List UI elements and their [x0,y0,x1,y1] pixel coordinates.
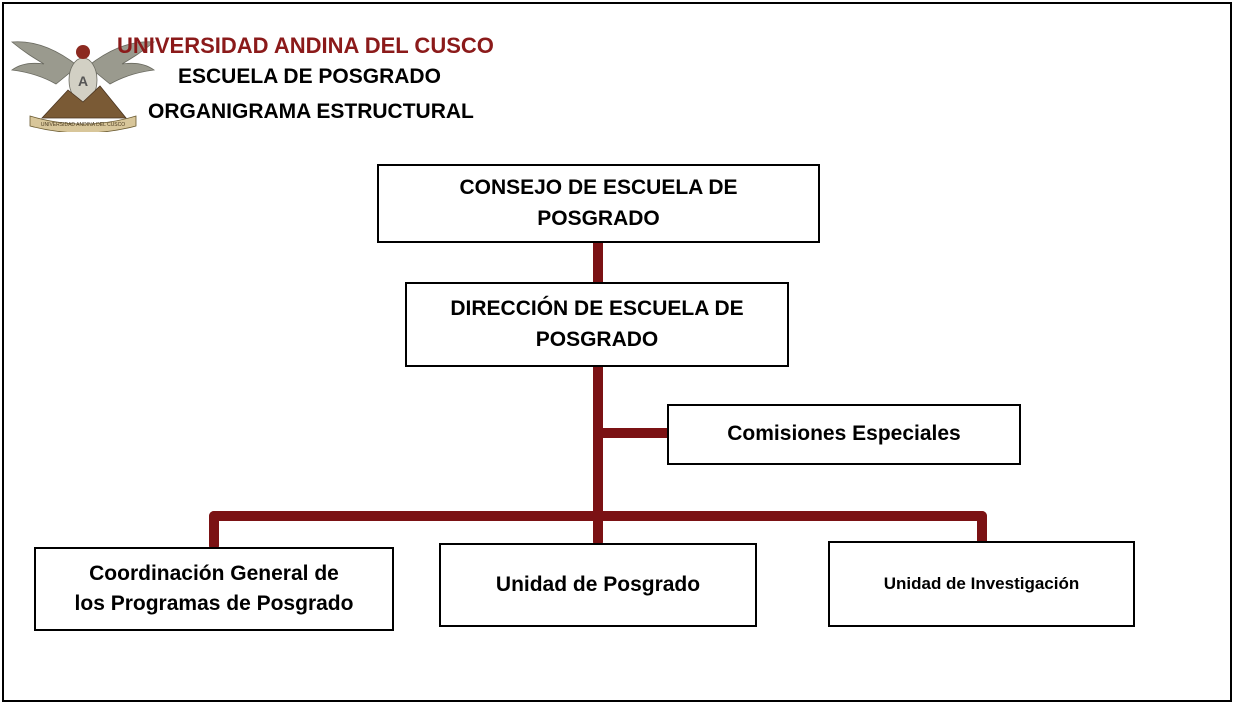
council-label-line2: POSGRADO [537,206,660,230]
commissions-label: Comisiones Especiales [727,422,961,446]
university-name: UNIVERSIDAD ANDINA DEL CUSCO [117,33,494,58]
coordination-box: Coordinación General de los Programas de… [34,547,394,631]
commissions-box: Comisiones Especiales [667,404,1021,465]
research-unit-box: Unidad de Investigación [828,541,1135,627]
mountain-icon [41,85,127,119]
council-box: CONSEJO DE ESCUELA DE POSGRADO [377,164,820,243]
postgraduate-unit-box: Unidad de Posgrado [439,543,757,627]
connector-lines [209,237,987,551]
logo-ribbon-text: UNIVERSIDAD ANDINA DEL CUSCO [41,122,125,128]
direction-label-line2: POSGRADO [535,327,659,351]
condor-head [76,45,90,59]
logo-ribbon [29,115,137,132]
postgraduate-unit-label: Unidad de Posgrado [495,572,701,596]
council-label-line1: CONSEJO DE ESCUELA DE [459,176,738,200]
university-logo: A UNIVERSIDAD ANDINA DEL CUSCO [10,41,156,132]
direction-label-line1: DIRECCIÓN DE ESCUELA DE [450,297,744,321]
coordination-label-line2: los Programas de Posgrado [74,592,354,615]
chart-title: ORGANIGRAMA ESTRUCTURAL [148,100,474,123]
coordination-label-line1: Coordinación General de [89,561,339,585]
direction-box: DIRECCIÓN DE ESCUELA DE POSGRADO [405,282,789,367]
school-name: ESCUELA DE POSGRADO [178,65,441,88]
condor-wings [10,41,156,85]
logo-letter: A [78,73,88,89]
research-unit-label: Unidad de Investigación [883,573,1080,593]
